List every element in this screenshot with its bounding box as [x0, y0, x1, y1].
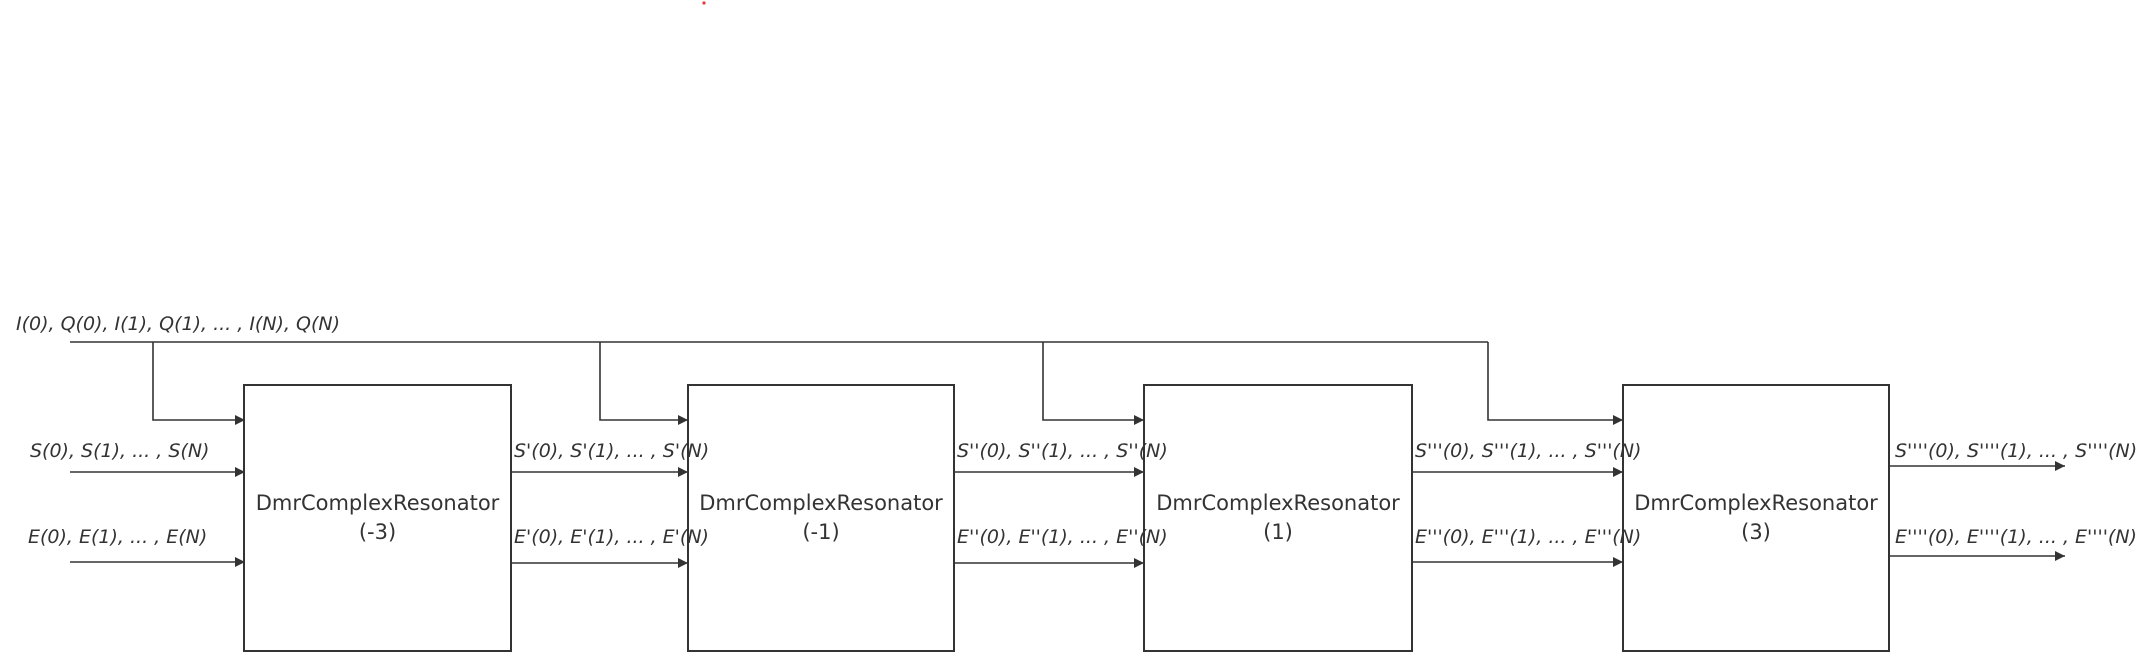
resonator-block-1-param: (-3) — [358, 520, 397, 544]
resonator-block-1-name: DmrComplexResonator — [255, 491, 500, 515]
resonator-block-1: DmrComplexResonator (-3) — [243, 384, 512, 652]
s-label-0: S(0), S(1), ... , S(N) — [30, 440, 210, 462]
iq-branch-4 — [1487, 342, 1623, 425]
red-dot-marker — [702, 1, 706, 5]
resonator-block-4-name: DmrComplexResonator — [1634, 491, 1878, 515]
resonator-block-3: DmrComplexResonator (1) — [1143, 384, 1413, 652]
iq-branch-2 — [599, 342, 688, 425]
resonator-block-2-param: (-1) — [802, 520, 840, 544]
s-label-3: S'''(0), S'''(1), ... , S'''(N) — [1415, 440, 1642, 462]
resonator-block-2-name: DmrComplexResonator — [699, 491, 943, 515]
iq-bus — [70, 341, 1623, 425]
e-label-2: E''(0), E''(1), ... , E''(N) — [957, 526, 1168, 548]
e-label-1: E'(0), E'(1), ... , E'(N) — [514, 526, 709, 548]
resonator-block-3-param: (1) — [1263, 520, 1293, 544]
e-signal-arrows — [70, 551, 2065, 568]
s-label-1: S'(0), S'(1), ... , S'(N) — [514, 440, 710, 462]
iq-input-label: I(0), Q(0), I(1), Q(1), ... , I(N), Q(N) — [16, 313, 341, 335]
s-label-4: S''''(0), S''''(1), ... , S''''(N) — [1895, 440, 2137, 462]
e-label-4: E''''(0), E''''(1), ... , E''''(N) — [1895, 526, 2137, 548]
s-label-2: S''(0), S''(1), ... , S''(N) — [957, 440, 1168, 462]
resonator-block-4: DmrComplexResonator (3) — [1622, 384, 1890, 652]
e-label-0: E(0), E(1), ... , E(N) — [28, 526, 208, 548]
e-label-3: E'''(0), E'''(1), ... , E'''(N) — [1415, 526, 1642, 548]
iq-branch-1 — [152, 342, 245, 425]
resonator-block-3-name: DmrComplexResonator — [1156, 491, 1400, 515]
resonator-block-4-param: (3) — [1741, 520, 1771, 544]
s-signal-arrows — [70, 461, 2065, 477]
iq-branch-3 — [1042, 342, 1144, 425]
resonator-block-2: DmrComplexResonator (-1) — [687, 384, 955, 652]
